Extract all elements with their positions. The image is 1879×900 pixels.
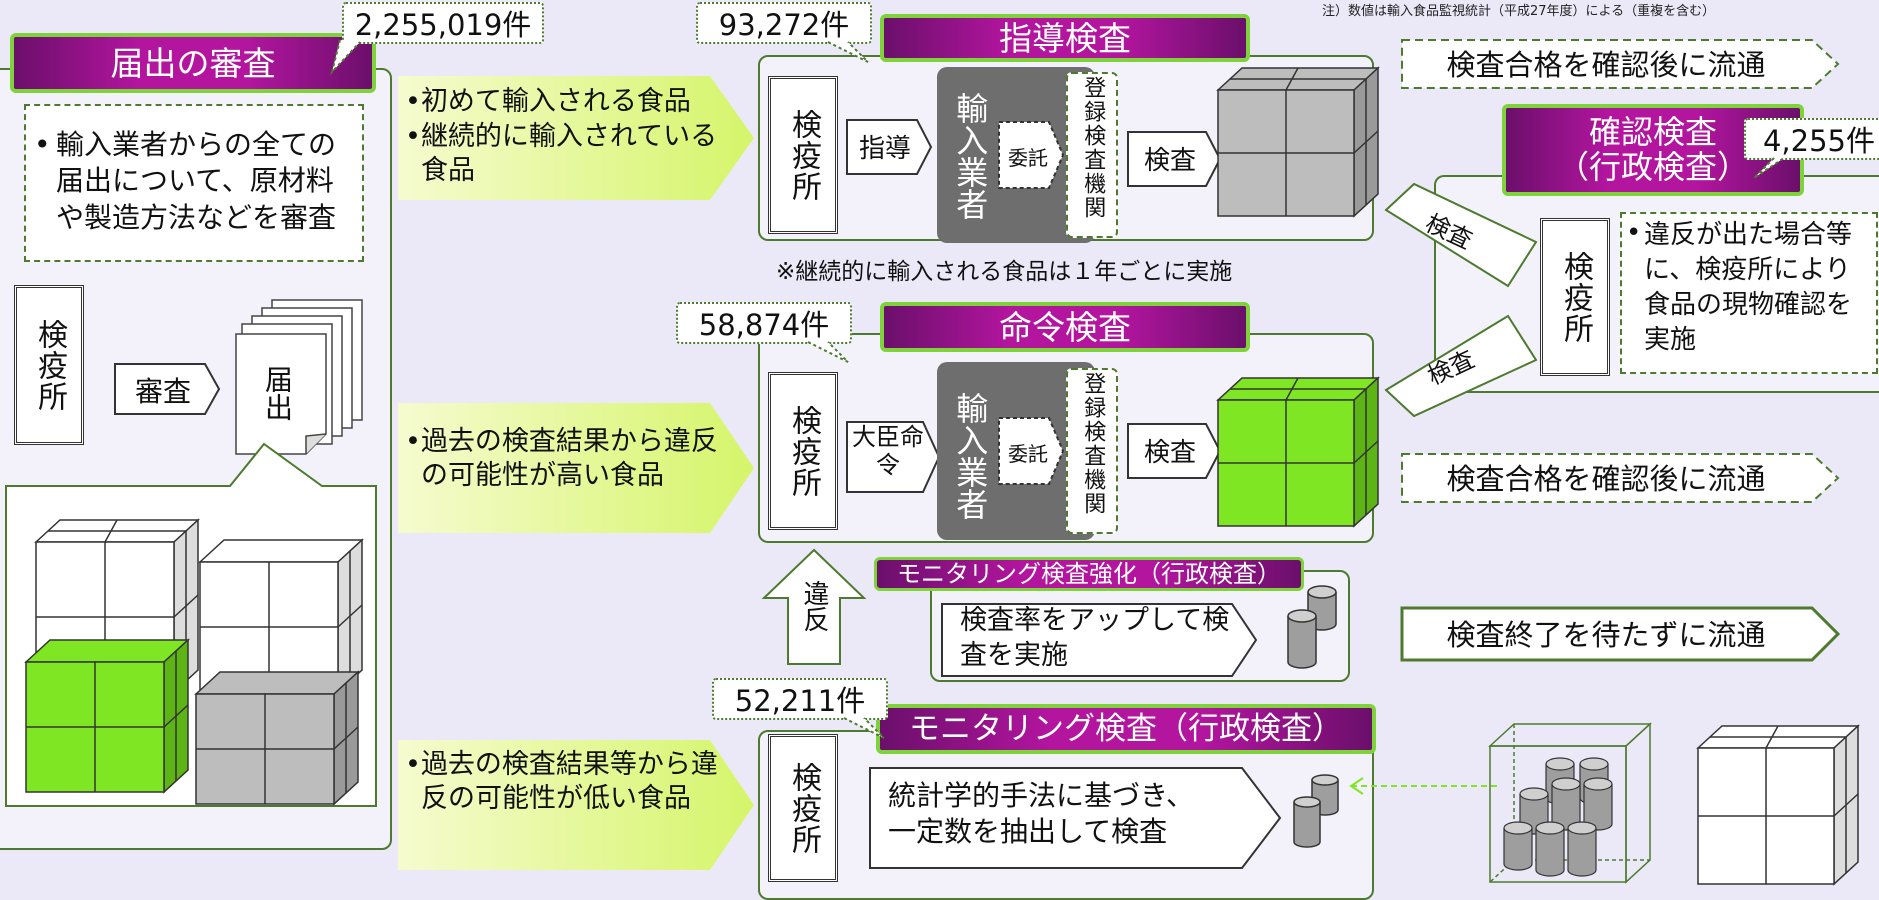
guidance-agency: 登録検査機関 [1080, 76, 1106, 220]
guidance-office: 検疫所 [768, 76, 838, 234]
sampling-dashed-arrow [1349, 777, 1501, 795]
confirm-count: 4,255件 [1744, 118, 1879, 160]
guidance-target-1: •初めて輸入される食品 [405, 85, 735, 119]
monitoring-target-shape [398, 740, 754, 870]
distribution-without-wait: 検査終了を待たずに流通 [1446, 618, 1766, 652]
bullet: • [405, 86, 421, 117]
guidance-target-shape [398, 76, 754, 200]
monitoring-cans-icon [1293, 774, 1339, 848]
confirm-title-line1: 確認検査 [1588, 112, 1717, 151]
review-arrow [114, 363, 221, 415]
guidance-action: 指導 [858, 134, 911, 164]
monitoring-target: •過去の検査結果等から違反の可能性が低い食品 [405, 748, 725, 816]
guidance-importer: 輸入業者 [951, 92, 990, 220]
notification-desc-box [24, 104, 364, 262]
distribution-after-pass-2: 検査合格を確認後に流通 [1446, 462, 1766, 496]
monitoring-office: 検疫所 [768, 734, 838, 882]
distributed-white-cubes [1696, 724, 1860, 886]
guidance-agency-box [1066, 72, 1118, 238]
sample-cans-icon [1287, 585, 1337, 669]
order-agency: 登録検査機関 [1080, 372, 1106, 516]
guidance-title: 指導検査 [880, 14, 1250, 62]
order-agency-box [1066, 368, 1118, 534]
confirm-office: 検疫所 [1540, 218, 1610, 376]
confirm-desc-bullet: • [1626, 218, 1642, 248]
review-label: 審査 [134, 375, 191, 408]
order-inspect: 検査 [1143, 438, 1196, 468]
guidance-inspect-arrow [1127, 131, 1222, 187]
gray-cube-stack [194, 670, 360, 806]
guidance-action-arrow [846, 119, 933, 175]
guidance-target-2-text: 継続的に輸入されている食品 [420, 121, 718, 186]
order-office: 検疫所 [768, 372, 838, 530]
violation-label: 違反 [799, 580, 829, 632]
monitoring-desc: 統計学的手法に基づき、一定数を抽出して検査 [888, 779, 1195, 849]
document-stack-icon [235, 299, 363, 455]
monitoring-target-text: 過去の検査結果等から違反の可能性が低い食品 [420, 749, 718, 814]
order-action-arrow [846, 421, 941, 493]
bullet: • [405, 121, 421, 152]
distribution-after-pass-1: 検査合格を確認後に流通 [1446, 48, 1766, 82]
confirm-title-line2: （行政検査） [1556, 148, 1749, 186]
notification-desc-bullet: • [34, 128, 51, 161]
notification-office: 検疫所 [14, 285, 84, 445]
order-action: 大臣命令 [852, 423, 924, 479]
order-green-cubes [1216, 376, 1380, 528]
guidance-delegate-arrow [998, 121, 1065, 189]
monitoring-arrow-shape [869, 767, 1282, 869]
confirm-desc-box [1620, 212, 1878, 374]
order-title: 命令検査 [880, 302, 1250, 352]
confirm-arrow-lower [1384, 314, 1538, 418]
guidance-gray-cubes [1216, 66, 1380, 218]
confirm-count-pointer [1753, 157, 1785, 179]
strengthen-arrow-shape [941, 603, 1258, 677]
notification-title: 届出の審査 [10, 33, 376, 93]
guidance-inspect: 検査 [1143, 146, 1196, 176]
guidance-count: 93,272件 [696, 2, 872, 44]
sampled-goods-box [1488, 722, 1652, 884]
monitoring-title: モニタリング検査（行政検査） [876, 704, 1376, 754]
violation-up-arrow [761, 548, 867, 665]
order-target-shape [398, 403, 754, 533]
bullet: • [405, 749, 421, 780]
guidance-target-2: •継続的に輸入されている食品 [405, 120, 725, 188]
order-count: 58,874件 [676, 302, 852, 344]
guidance-target-1-text: 初めて輸入される食品 [420, 86, 691, 117]
white-cube-stack-right [198, 538, 364, 694]
footnote: 注）数値は輸入食品監視統計（平成27年度）による（重複を含む） [1322, 4, 1716, 19]
order-delegate: 委託 [1008, 442, 1048, 466]
guidance-delegate: 委託 [1008, 146, 1048, 170]
distribution-box-1 [1401, 39, 1840, 89]
distribution-box-2 [1401, 453, 1840, 503]
strengthen-desc: 検査率をアップして検査を実施 [960, 605, 1230, 672]
monitoring-count: 52,211件 [712, 678, 888, 720]
green-cube-stack [24, 638, 190, 794]
notification-desc: 輸入業者からの全ての届出について、原材料や製造方法などを審査 [56, 128, 337, 234]
confirm-arrow-upper [1384, 182, 1538, 288]
confirm-desc: 違反が出た場合等に、検疫所により食品の現物確認を実施 [1644, 220, 1853, 356]
monitoring-count-pointer [843, 717, 885, 739]
bullet: • [405, 426, 421, 457]
guidance-count-pointer [827, 41, 869, 63]
order-target: •過去の検査結果から違反の可能性が高い食品 [405, 425, 725, 493]
document-label: 届出 [261, 365, 294, 421]
guidance-note: ※継続的に輸入される食品は１年ごとに実施 [776, 259, 1233, 285]
order-target-text: 過去の検査結果から違反の可能性が高い食品 [420, 426, 718, 491]
order-importer: 輸入業者 [951, 392, 990, 520]
count-pointer [330, 39, 361, 76]
order-delegate-arrow [998, 417, 1065, 485]
notification-count: 2,255,019件 [342, 2, 544, 44]
confirm-title-box: 確認検査 （行政検査） [1502, 104, 1804, 196]
distribution-box-3 [1400, 606, 1841, 662]
order-count-pointer [807, 341, 849, 363]
strengthen-title: モニタリング検査強化（行政検査） [874, 557, 1304, 591]
order-inspect-arrow [1127, 423, 1222, 479]
